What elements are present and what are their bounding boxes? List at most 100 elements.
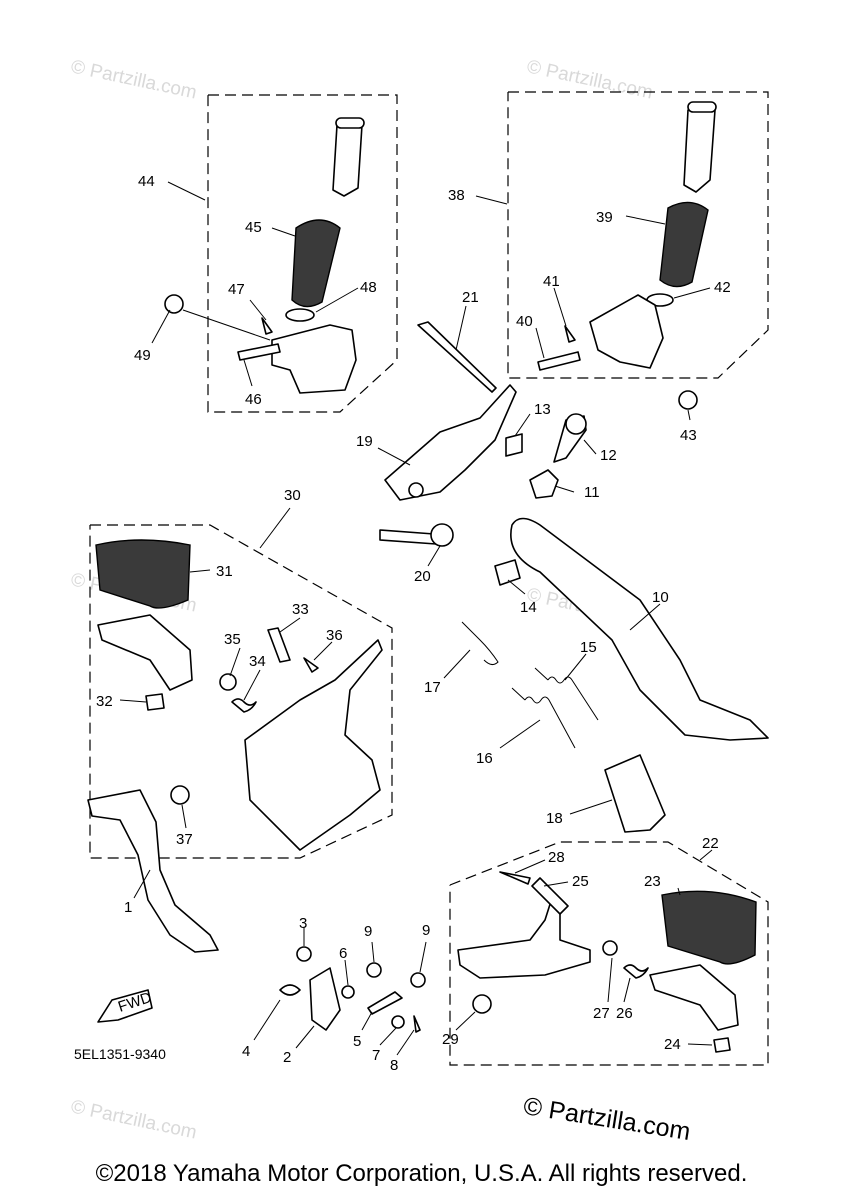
- footrest-assembly-30: [95, 539, 383, 851]
- callout-15: 15: [580, 639, 597, 656]
- callout-6: 6: [339, 945, 347, 962]
- nut-24: [713, 1037, 731, 1053]
- pin-40: [537, 351, 581, 371]
- callout-40: 40: [516, 313, 533, 330]
- nut-32: [145, 693, 165, 711]
- bolt-37: [170, 785, 190, 805]
- callout-2: 2: [283, 1049, 291, 1066]
- brake-pedal-1: [87, 789, 219, 953]
- callout-26: 26: [616, 1005, 633, 1022]
- cable-tie-21: [417, 321, 497, 393]
- cotter-pin-47: [261, 317, 273, 335]
- bolt-6: [341, 985, 355, 999]
- callout-10: 10: [652, 589, 669, 606]
- callout-33: 33: [292, 601, 309, 618]
- washer-35: [219, 673, 237, 691]
- watermark: © Partzilla.com: [69, 1096, 199, 1143]
- bracket-hole: [408, 482, 424, 498]
- callout-47: 47: [228, 281, 245, 298]
- callout-21: 21: [462, 289, 479, 306]
- footrest-rubber-39: [659, 201, 709, 288]
- footrest-bracket-38: [589, 294, 664, 369]
- callout-36: 36: [326, 627, 343, 644]
- callout-18: 18: [546, 810, 563, 827]
- callout-35: 35: [224, 631, 241, 648]
- callout-24: 24: [664, 1036, 681, 1053]
- callout-11: 11: [584, 484, 600, 501]
- leader-lines: [119, 181, 713, 1056]
- link-5: [367, 991, 403, 1015]
- spring-17: [461, 621, 499, 666]
- spring-15: [534, 667, 599, 721]
- callout-32: 32: [96, 693, 113, 710]
- washer-48: [285, 308, 315, 322]
- callout-4: 4: [242, 1043, 250, 1060]
- fwd-arrow: [97, 989, 153, 1023]
- bolt-49: [164, 294, 184, 314]
- callout-7: 7: [372, 1047, 380, 1064]
- callout-numbers: 1 2 3 4 5 6 7 8 9 9 10 11 12 13 14 15 16…: [96, 173, 731, 1074]
- bolt-43: [678, 390, 698, 410]
- callout-34: 34: [249, 653, 266, 670]
- callout-19: 19: [356, 433, 373, 450]
- cover-18: [604, 754, 666, 833]
- callout-13: 13: [534, 401, 551, 418]
- callout-42: 42: [714, 279, 731, 296]
- callout-12: 12: [600, 447, 617, 464]
- footrest-bracket-44: [271, 324, 357, 394]
- stand-bracket-19: [384, 384, 517, 501]
- spring-16: [511, 687, 576, 749]
- callout-9b: 9: [422, 922, 430, 939]
- nut-9: [366, 962, 382, 978]
- watermark: © Partzilla.com: [525, 56, 655, 103]
- callout-25: 25: [572, 873, 589, 890]
- callout-3: 3: [299, 915, 307, 932]
- nut-14: [494, 559, 521, 586]
- footrest-assembly-44: [164, 117, 365, 394]
- side-stand-assembly: [379, 321, 769, 833]
- group-boxes: [89, 91, 769, 1066]
- group-box-22: [449, 841, 769, 1066]
- callout-5: 5: [353, 1033, 361, 1050]
- callout-38: 38: [448, 187, 465, 204]
- bracket-2: [309, 967, 341, 1031]
- pin-33: [267, 627, 291, 663]
- cotter-pin-8: [413, 1015, 421, 1033]
- bolt-20: [379, 529, 437, 545]
- callout-20: 20: [414, 568, 431, 585]
- callout-37: 37: [176, 831, 193, 848]
- bolt-12-head: [565, 413, 587, 435]
- callout-49: 49: [134, 347, 151, 364]
- callout-9a: 9: [364, 923, 372, 940]
- callout-22: 22: [702, 835, 719, 852]
- callout-27: 27: [593, 1005, 610, 1022]
- spring-34: [231, 698, 257, 713]
- footrest-bracket-22: [457, 897, 591, 979]
- side-stand-switch-11: [529, 469, 559, 499]
- spring-4: [279, 984, 301, 996]
- footrest-assembly-38: [537, 101, 717, 410]
- pin-25: [531, 877, 569, 915]
- callout-46: 46: [245, 391, 262, 408]
- bolt-20-head: [430, 523, 454, 547]
- footrest-grip-tip: [687, 101, 717, 113]
- callout-31: 31: [216, 563, 233, 580]
- footrest-bracket-30: [244, 639, 383, 851]
- footrest-22: [649, 964, 739, 1031]
- cotter-pin-28: [499, 871, 531, 885]
- pin-46: [237, 343, 281, 361]
- callout-14: 14: [520, 599, 537, 616]
- spring-26: [623, 964, 649, 979]
- collar-13: [505, 433, 523, 457]
- callout-44: 44: [138, 173, 155, 190]
- group-box-44: [207, 94, 398, 413]
- nut-9: [410, 972, 426, 988]
- callout-48: 48: [360, 279, 377, 296]
- side-stand-10: [510, 517, 769, 741]
- callout-16: 16: [476, 750, 493, 767]
- cotter-pin-41: [564, 325, 576, 343]
- washer-7: [391, 1015, 405, 1029]
- watermark: © Partzilla.com: [69, 56, 199, 103]
- callout-39: 39: [596, 209, 613, 226]
